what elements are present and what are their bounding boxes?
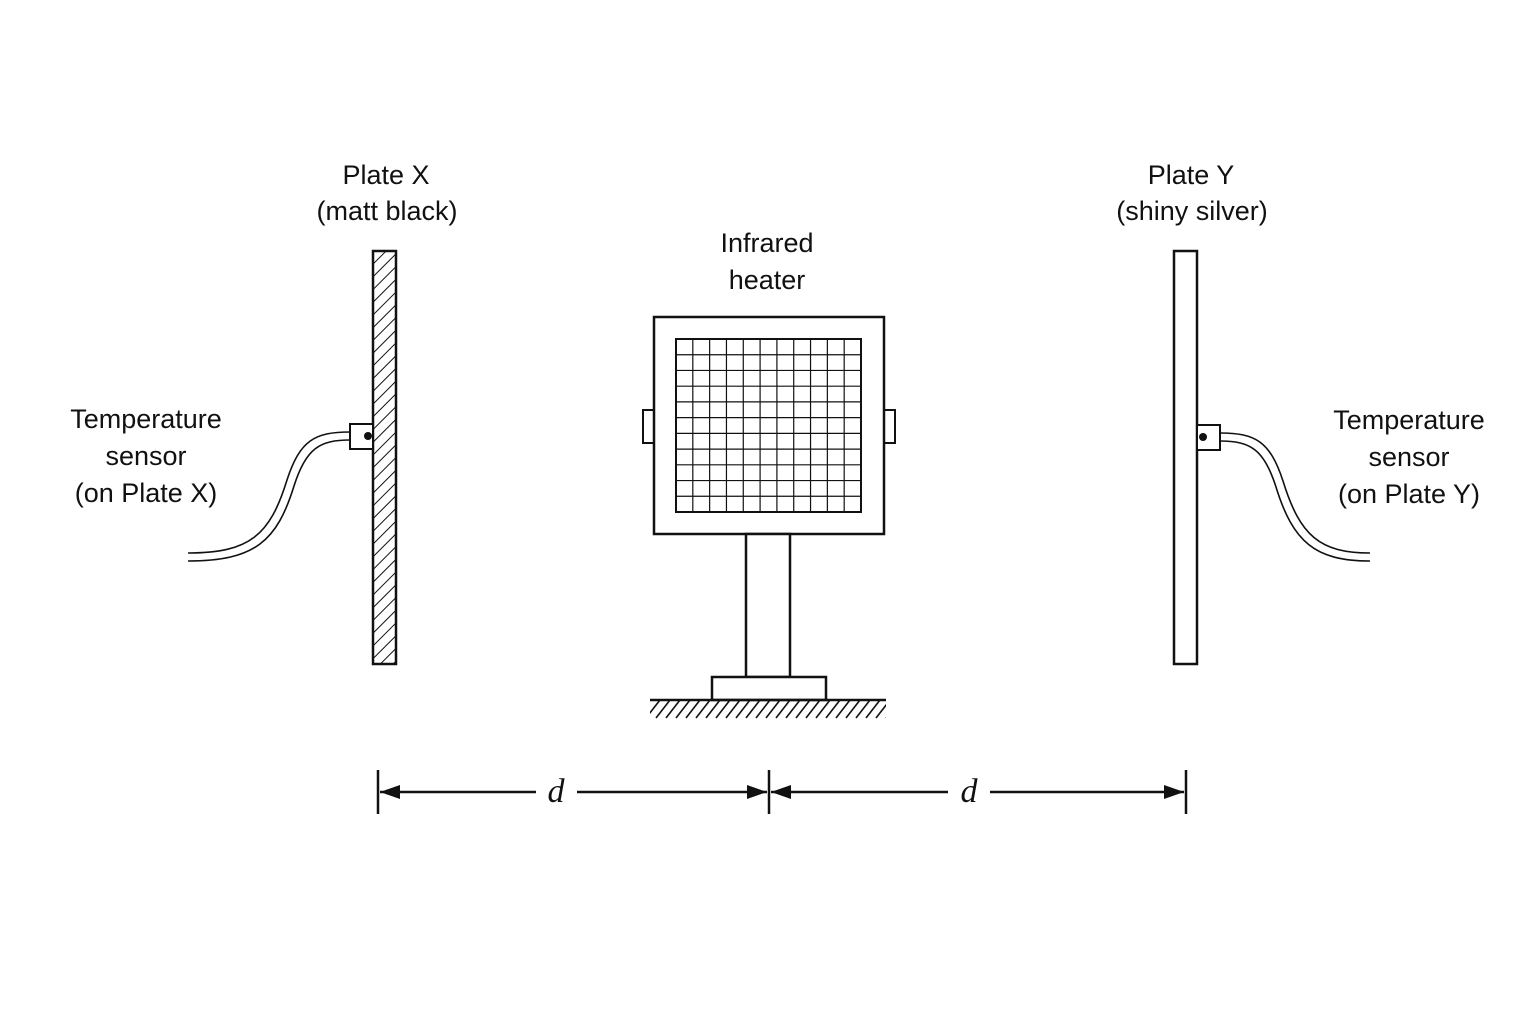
plate-x-description: (matt black) xyxy=(316,196,457,226)
plate-y-title: Plate Y xyxy=(1148,160,1235,190)
ground-hatch-line xyxy=(765,700,781,719)
arrowhead-left-end xyxy=(747,785,767,799)
ground-hatch-line xyxy=(745,700,761,719)
heater-element-grid xyxy=(675,338,862,513)
ground-hatch-line xyxy=(825,700,841,719)
sensor-x-cable xyxy=(187,431,351,554)
arrowhead-right-start xyxy=(771,785,791,799)
ground-hatch-line xyxy=(855,700,871,719)
heater-stand-post xyxy=(744,532,792,679)
ground-hatch-line xyxy=(785,700,801,719)
arrowhead-right-end xyxy=(1164,785,1184,799)
sensor-x-contact-dot xyxy=(364,432,372,440)
ground-hatch-line xyxy=(650,700,651,702)
temperature-sensor-y xyxy=(1196,424,1371,562)
ground-hatch-line xyxy=(805,700,821,719)
sensor-x-label-line2: sensor xyxy=(105,441,186,471)
sensor-y-cable-inner xyxy=(1219,440,1371,562)
heater-label-line1: Infrared xyxy=(720,228,813,258)
sensor-y-cable xyxy=(1219,432,1371,554)
ground-hatch-line xyxy=(815,700,831,719)
ground-hatch-line xyxy=(675,700,691,719)
plate-y-body xyxy=(1172,249,1199,666)
ground-hatch-line xyxy=(725,700,741,719)
distance-markers: d d xyxy=(376,770,1188,814)
sensor-y-label-line3: (on Plate Y) xyxy=(1338,479,1480,509)
ground-hatch-line xyxy=(885,716,886,718)
heater-label-line2: heater xyxy=(729,265,806,295)
ground-hatch-line xyxy=(775,700,791,719)
sensor-x-cable-inner xyxy=(187,439,351,562)
plate-y xyxy=(1172,249,1199,666)
sensor-x-label-line3: (on Plate X) xyxy=(75,478,218,508)
plate-x-body xyxy=(371,249,398,666)
heater-grid-frame xyxy=(675,338,862,513)
sensor-x-label-line1: Temperature xyxy=(70,404,222,434)
sensor-x-body xyxy=(349,423,374,450)
plate-y-description: (shiny silver) xyxy=(1116,196,1268,226)
ground-hatching xyxy=(650,700,886,719)
temperature-sensor-x xyxy=(187,423,374,562)
ground-hatch-line xyxy=(755,700,771,719)
ground-hatch-line xyxy=(695,700,711,719)
ground-hatch-line xyxy=(795,700,811,719)
ground-hatch-line xyxy=(735,700,751,719)
ground-hatch-line xyxy=(845,700,861,719)
distance-right-label: d xyxy=(961,773,979,810)
ground-hatch-line xyxy=(650,700,661,715)
arrowhead-left-start xyxy=(380,785,400,799)
heater-right-bracket xyxy=(883,409,896,444)
sensor-y-label-line1: Temperature xyxy=(1333,405,1485,435)
heater-left-bracket xyxy=(642,409,655,444)
sensor-y-body xyxy=(1196,424,1221,451)
ground-hatch-line xyxy=(685,700,701,719)
ground-hatch-line xyxy=(835,700,851,719)
ground-hatch-line xyxy=(705,700,721,719)
ground-hatch-line xyxy=(875,703,886,719)
heater-stand-base xyxy=(710,675,828,702)
ground-hatch-line xyxy=(865,700,881,719)
distance-left-label: d xyxy=(548,773,566,810)
ground-hatch-line xyxy=(665,700,681,719)
ground-hatch-line xyxy=(715,700,731,719)
infrared-heater xyxy=(642,315,896,719)
plate-x-title: Plate X xyxy=(342,160,429,190)
sensor-y-label-line2: sensor xyxy=(1368,442,1449,472)
plate-x xyxy=(371,249,398,666)
sensor-y-contact-dot xyxy=(1199,433,1207,441)
ground-hatch-line xyxy=(655,700,671,719)
heater-housing xyxy=(652,315,886,536)
